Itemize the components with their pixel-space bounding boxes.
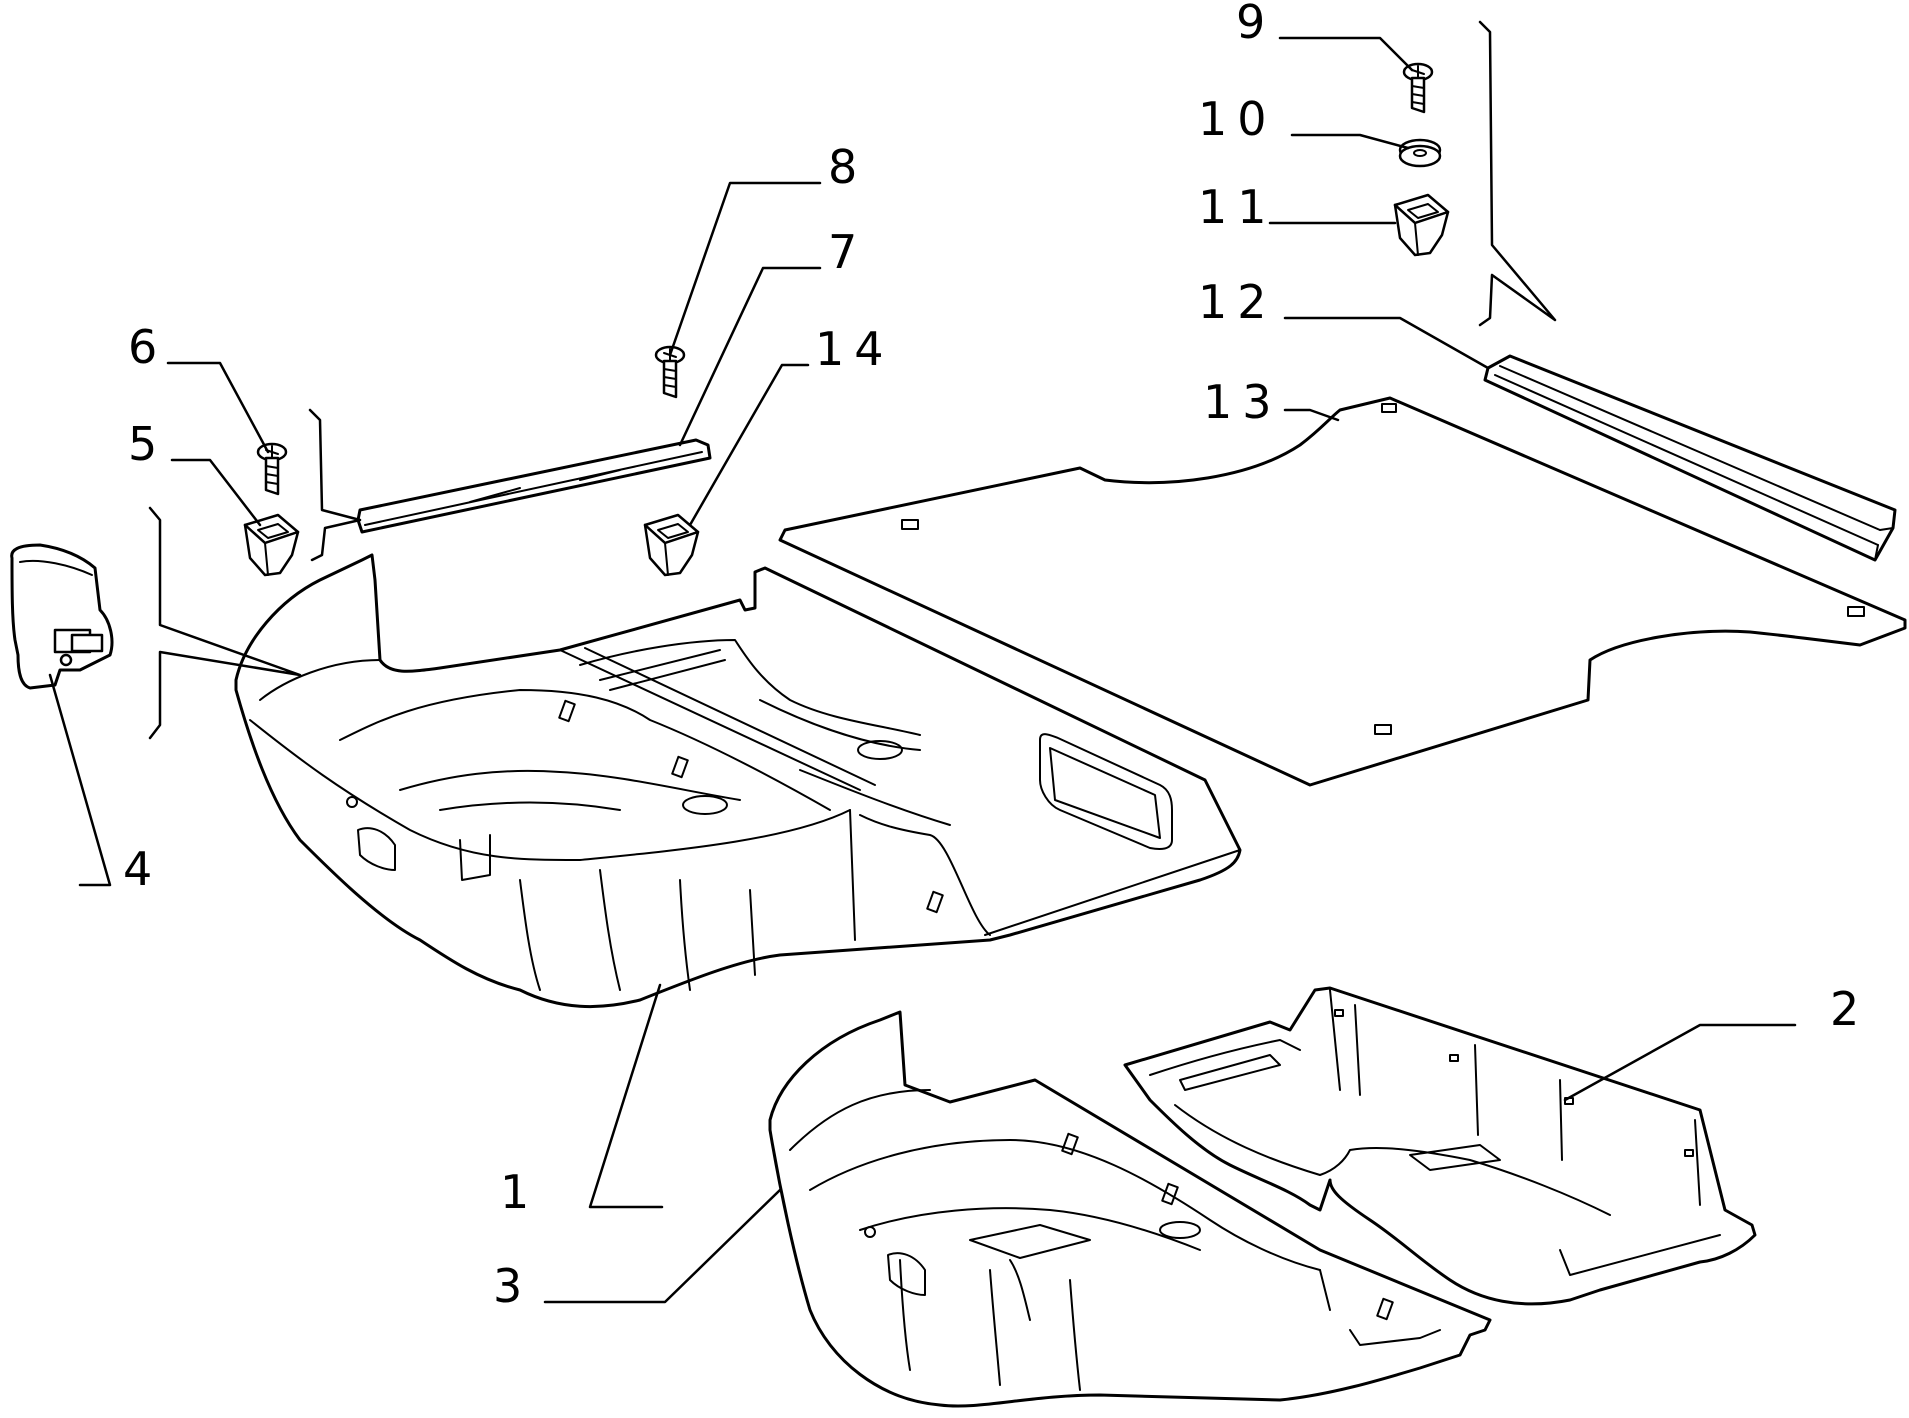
callout-11: 11	[1198, 180, 1277, 234]
part-1-main-tray	[234, 553, 1242, 1009]
callout-7: 7	[828, 225, 867, 279]
part-9-screw	[1402, 62, 1434, 114]
callout-3: 3	[493, 1259, 532, 1313]
callout-9: 9	[1236, 0, 1275, 49]
callout-2: 2	[1830, 982, 1869, 1036]
part-10-washer	[1398, 138, 1442, 168]
callout-labels: 1 2 3 4 5 6 7 8 9 10 11 12 13 14	[123, 0, 1869, 1313]
part-3-lower-left-tray	[768, 1010, 1492, 1408]
callout-1: 1	[500, 1165, 539, 1219]
part-12-rail-strip	[1483, 354, 1897, 562]
part-2-lower-right-tray	[1123, 986, 1757, 1306]
callout-12: 12	[1198, 275, 1277, 329]
leader-lines	[48, 36, 1797, 1304]
group-bracket-middle	[308, 408, 362, 562]
part-6-screw	[256, 442, 288, 496]
callout-10: 10	[1198, 92, 1277, 146]
part-14-clip	[643, 513, 700, 577]
callout-6: 6	[128, 320, 167, 374]
part-4-bracket	[10, 543, 114, 690]
part-13-floor-panel	[778, 396, 1907, 787]
group-bracket-left	[148, 506, 302, 740]
callout-13: 13	[1203, 375, 1282, 429]
callout-8: 8	[828, 140, 867, 194]
part-7-rail-strip	[356, 438, 712, 534]
callout-4: 4	[123, 842, 162, 896]
callout-14: 14	[815, 322, 894, 376]
part-5-clip	[243, 513, 300, 577]
group-bracket-right	[1478, 20, 1557, 327]
callout-5: 5	[128, 417, 167, 471]
part-11-clip	[1393, 193, 1450, 257]
